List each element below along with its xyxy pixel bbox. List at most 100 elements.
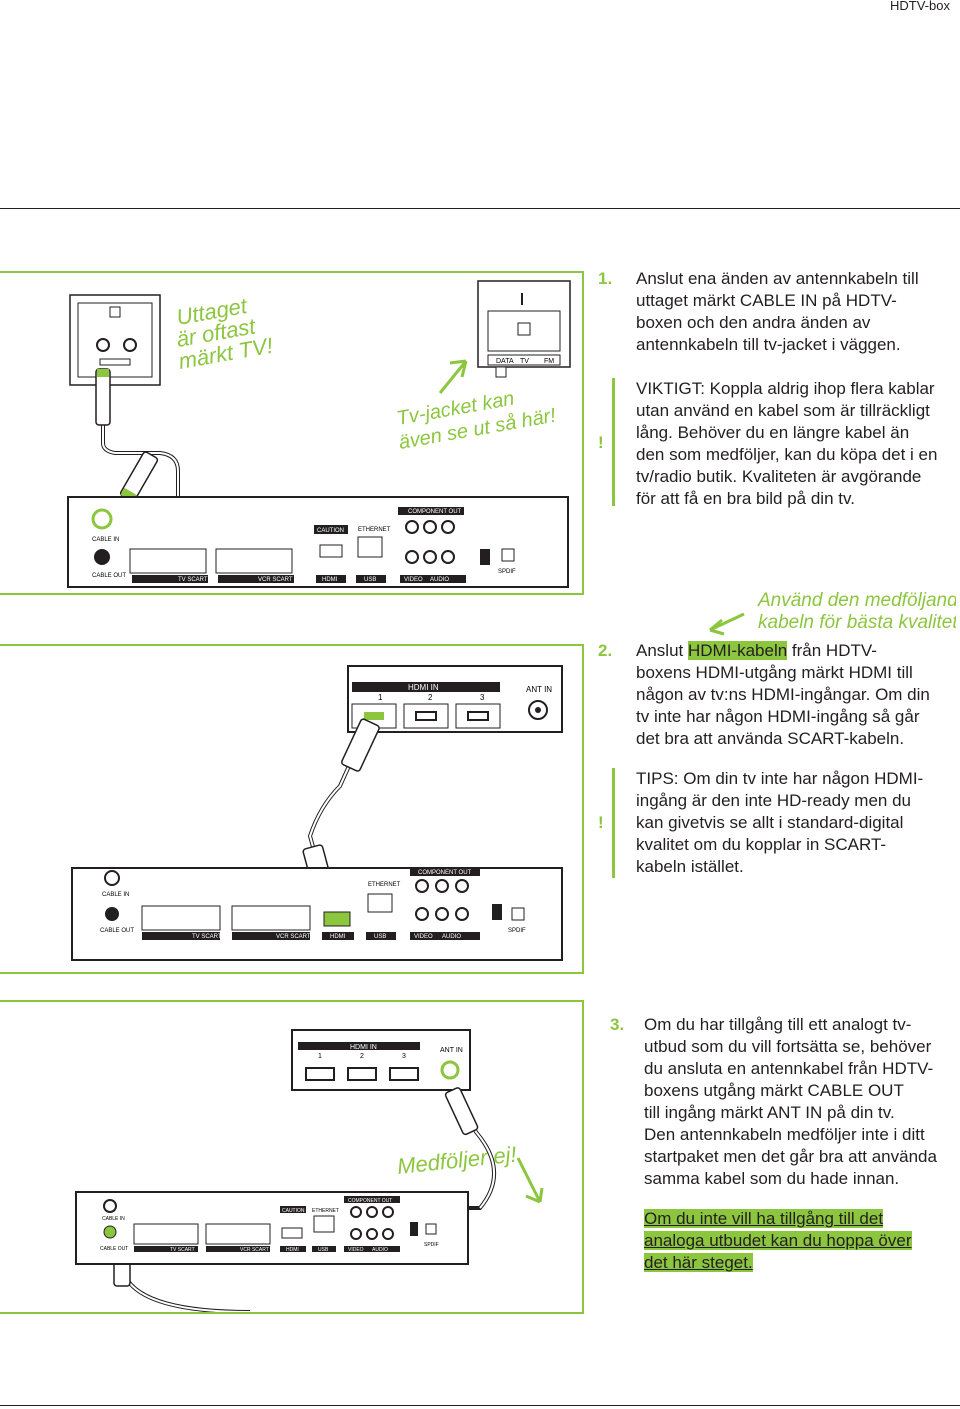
hdmi-cable-highlight: HDMI-kabeln	[687, 641, 788, 660]
warning-bar	[612, 378, 615, 506]
step3-line: till ingång märkt ANT IN på din tv.	[644, 1103, 895, 1122]
tv-hdmi-panel: HDMI IN 1 2 3 ANT IN	[347, 665, 563, 733]
svg-text:SPDIF: SPDIF	[498, 569, 516, 575]
svg-text:AUDIO: AUDIO	[442, 934, 461, 940]
svg-text:FM: FM	[544, 358, 554, 365]
step3-line: du ansluta en antennkabel från HDTV-	[644, 1059, 934, 1078]
step3-line: utbud som du vill fortsätta se, behöver	[644, 1037, 932, 1056]
svg-text:USB: USB	[364, 577, 376, 583]
hdmi-diagram: HDMI IN 1 2 3 ANT IN CABLE IN CABLE OUT	[71, 665, 563, 961]
warning-line: VIKTIGT: Koppla aldrig ihop flera kablar	[636, 379, 935, 398]
wall-outlet	[69, 294, 161, 386]
svg-text:CAUTION: CAUTION	[282, 1208, 305, 1214]
svg-text:ETHERNET: ETHERNET	[368, 882, 401, 888]
tv-panel-3: HDMI IN 1 2 3 ANT IN	[291, 1029, 471, 1091]
svg-text:CABLE IN: CABLE IN	[92, 537, 119, 543]
hand-note-cable-2: kabeln för bästa kvalitet!	[758, 612, 956, 633]
svg-text:TV: TV	[520, 358, 529, 365]
hdtv-box-rear: CABLE IN CABLE OUT TV SCART VCR SCART CA…	[67, 496, 569, 588]
svg-text:3: 3	[480, 693, 485, 702]
svg-text:1: 1	[378, 693, 383, 702]
wall-jack: DATA TV FM	[477, 280, 571, 378]
svg-text:CABLE OUT: CABLE OUT	[100, 928, 134, 934]
tips-line: kabeln istället.	[636, 857, 744, 876]
top-divider	[0, 208, 960, 209]
svg-text:2: 2	[428, 693, 433, 702]
svg-text:2: 2	[360, 1053, 364, 1060]
step1-line: Anslut ena änden av antennkabeln till	[636, 269, 919, 288]
svg-text:SPDIF: SPDIF	[424, 1242, 439, 1248]
svg-text:TV SCART: TV SCART	[192, 934, 222, 940]
warning-line: tv/radio butik. Kvaliteten är avgörande	[636, 467, 922, 486]
tips-mark: !	[598, 813, 604, 832]
svg-text:HDMI IN: HDMI IN	[350, 1044, 377, 1051]
step2-line: någon av tv:ns HDMI-ingångar. Om din	[636, 685, 930, 704]
svg-text:SPDIF: SPDIF	[508, 928, 526, 934]
step3-line: boxens utgång märkt CABLE OUT	[644, 1081, 904, 1100]
svg-text:HDMI: HDMI	[330, 934, 346, 940]
tips-bar	[612, 768, 615, 878]
step1-line: boxen och den andra änden av	[636, 313, 871, 332]
step2-line: boxens HDMI-utgång märkt HDMI till	[636, 663, 913, 682]
illustration-step1: Uttaget är oftast märkt TV! Tv-jacket ka…	[0, 271, 584, 595]
svg-text:VIDEO: VIDEO	[348, 1247, 364, 1253]
warning-line: lång. Behöver du en längre kabel än	[636, 423, 910, 442]
hdtv-box-rear-3: CABLE IN CABLE OUT TV SCART VCR SCART CA…	[75, 1191, 469, 1265]
illustration-step3: HDMI IN 1 2 3 ANT IN Medföljer ej! CABLE…	[0, 1000, 584, 1314]
hand-note-cable: Använd den medföljande kabeln för bästa …	[709, 590, 956, 636]
step3-skip-note: Om du inte vill ha tillgång till det ana…	[644, 1208, 944, 1274]
warning-line: utan använd en kabel som är tillräckligt	[636, 401, 930, 420]
svg-text:COMPONENT OUT: COMPONENT OUT	[408, 509, 462, 515]
step2-line: Anslut HDMI-kabeln från HDTV-	[636, 641, 877, 660]
svg-text:HDMI: HDMI	[286, 1247, 299, 1253]
step3-line: samma kabel som du hade innan.	[644, 1169, 900, 1188]
bottom-divider	[0, 1405, 960, 1406]
svg-text:COMPONENT OUT: COMPONENT OUT	[418, 870, 472, 876]
svg-text:CABLE IN: CABLE IN	[102, 1216, 125, 1222]
svg-text:AUDIO: AUDIO	[430, 577, 449, 583]
tips-line: kan givetvis se allt i standard-digital	[636, 813, 904, 832]
step2-number: 2.	[598, 641, 613, 660]
warning-mark: !	[598, 433, 604, 452]
svg-text:VIDEO: VIDEO	[414, 934, 433, 940]
svg-text:HDMI IN: HDMI IN	[408, 683, 439, 692]
tips-line: TIPS: Om din tv inte har någon HDMI-	[636, 769, 924, 788]
cable-out-diagram: HDMI IN 1 2 3 ANT IN Medföljer ej! CABLE…	[75, 1029, 544, 1314]
svg-text:CAUTION: CAUTION	[317, 528, 344, 534]
page-header-title: HDTV-box	[890, 0, 950, 13]
svg-text:VCR SCART: VCR SCART	[276, 934, 311, 940]
warning-line: för att få en bra bild på din tv.	[636, 489, 855, 508]
step2-line: tv inte har någon HDMI-ingång så går	[636, 707, 920, 726]
svg-text:CABLE IN: CABLE IN	[102, 892, 129, 898]
svg-text:COMPONENT OUT: COMPONENT OUT	[348, 1198, 392, 1204]
step1-line: antennkabeln till tv-jacket i väggen.	[636, 335, 901, 354]
hand-note-not-included: Medföljer ej!	[396, 1142, 518, 1179]
step3-line: startpaket men det går bra att använda	[644, 1147, 937, 1166]
svg-text:CABLE OUT: CABLE OUT	[100, 1246, 128, 1252]
skip-note-line: Om du inte vill ha tillgång till det	[644, 1209, 884, 1228]
step3-line: Om du har tillgång till ett analogt tv-	[644, 1015, 912, 1034]
tips-line: ingång är den inte HD-ready men du	[636, 791, 911, 810]
svg-text:VCR SCART: VCR SCART	[258, 577, 293, 583]
svg-text:DATA: DATA	[496, 358, 514, 365]
tips-line: kvalitet om du kopplar in SCART-	[636, 835, 887, 854]
step3-block: 3. Om du har tillgång till ett analogt t…	[610, 1014, 960, 1190]
svg-text:3: 3	[402, 1053, 406, 1060]
warning-line: den som medföljer, kan du köpa det i en	[636, 445, 938, 464]
step1-block: 1. Anslut ena änden av antennkabeln till…	[598, 268, 958, 356]
svg-text:VIDEO: VIDEO	[404, 577, 423, 583]
skip-note-line: det här steget.	[644, 1253, 753, 1272]
step2-line: det bra att använda SCART-kabeln.	[636, 729, 905, 748]
step2-tips: ! TIPS: Om din tv inte har någon HDMI- i…	[598, 768, 958, 880]
step1-line: uttaget märkt CABLE IN på HDTV-	[636, 291, 897, 310]
svg-text:TV SCART: TV SCART	[178, 577, 208, 583]
svg-text:VCR SCART: VCR SCART	[240, 1247, 269, 1253]
svg-text:USB: USB	[374, 934, 386, 940]
svg-text:1: 1	[318, 1053, 322, 1060]
illustration-step2: HDMI IN 1 2 3 ANT IN CABLE IN CABLE OUT	[0, 644, 584, 974]
svg-text:AUDIO: AUDIO	[372, 1247, 388, 1253]
svg-text:ANT IN: ANT IN	[526, 685, 552, 694]
svg-text:ETHERNET: ETHERNET	[312, 1208, 339, 1214]
step3-line: Den antennkabeln medföljer inte i ditt	[644, 1125, 925, 1144]
svg-text:CABLE OUT: CABLE OUT	[92, 573, 126, 579]
